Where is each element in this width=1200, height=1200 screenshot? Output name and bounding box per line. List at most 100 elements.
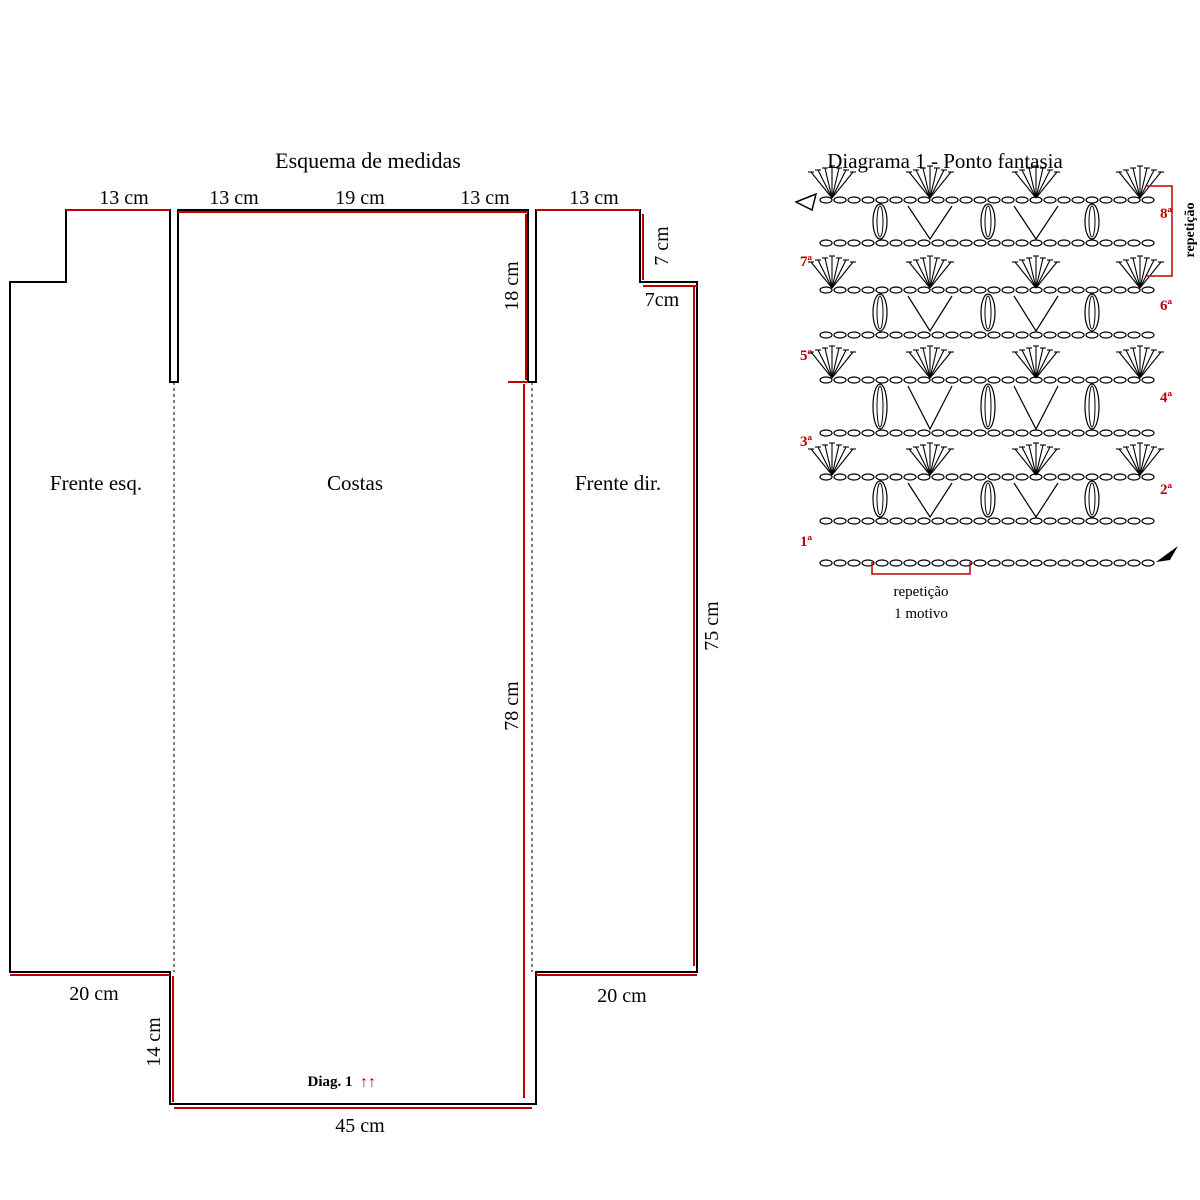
puff-stitch [872,383,888,430]
chain-stitch [959,239,973,247]
chain-stitch [1141,517,1155,525]
chain-stitch [875,286,889,294]
chain-stitch [1085,196,1099,204]
bottom-repeat-bracket [871,562,971,575]
row-number-label: 2ª [1160,482,1173,498]
chain-stitch [1057,376,1071,384]
chain-stitch [1141,331,1155,339]
chain-stitch [903,376,917,384]
chain-stitch [1071,517,1085,525]
chain-stitch [1029,559,1043,567]
chain-stitch [847,286,861,294]
chain-stitch [903,196,917,204]
chain-stitch [889,196,903,204]
chain-stitch [1001,517,1015,525]
chain-stitch [987,286,1001,294]
chain-stitch [945,429,959,437]
treble-stitch [929,448,952,476]
chain-stitch [819,376,833,384]
treble-stitch [929,167,938,199]
chain-stitch [1085,376,1099,384]
chain-stitch [1141,473,1155,481]
chain-stitch [945,559,959,567]
treble-stitch [1021,259,1037,289]
chain-stitch [903,517,917,525]
treble-stitch [831,446,847,476]
chain-stitch [1071,473,1085,481]
chain-stitch [959,331,973,339]
chain-stitch [861,517,875,525]
piece-left-front: Frente esq. [50,471,142,495]
chain-stitch [847,517,861,525]
chain-stitch [1113,429,1127,437]
treble-stitch [922,444,931,476]
stitch-diagram: Diagrama 1 - Ponto fantasia 1ª2ª3ª4ª5ª6ª… [794,149,1198,622]
chain-stitch [931,331,945,339]
treble-stitch [1035,259,1051,289]
puff-stitch [980,383,996,430]
treble-stitch [1028,257,1037,289]
puff-stitch-inner [876,482,884,516]
chain-stitch [1113,196,1127,204]
chain-stitch [847,473,861,481]
chain-stitch [819,196,833,204]
treble-stitch [831,171,854,199]
chain-stitch [917,429,931,437]
chain-stitch [819,517,833,525]
puff-stitch-inner [876,385,884,428]
chain-stitch [1141,559,1155,567]
chain-stitch [903,331,917,339]
side-repeat-label: repetição [1183,203,1198,258]
treble-stitch [1139,167,1148,199]
treble-stitch [831,444,840,476]
chain-stitch [1071,331,1085,339]
chain-stitch [1043,196,1057,204]
chain-stitch [1029,517,1043,525]
treble-stitch [817,259,833,289]
chain-stitch [819,331,833,339]
chain-stitch [1141,376,1155,384]
chain-stitch [1071,239,1085,247]
chain-stitch [945,196,959,204]
treble-stitch [1035,351,1058,379]
label-neck-width: 7cm [645,289,680,311]
chain-stitch [1071,196,1085,204]
treble-stitch [915,446,931,476]
chain-stitch [1085,239,1099,247]
row-number-label: 8ª [1160,206,1173,222]
chain-stitch [875,376,889,384]
chain-stitch [917,239,931,247]
chain-stitch [1043,429,1057,437]
row-number-label: 3ª [800,434,813,450]
chain-stitch [1043,517,1057,525]
treble-stitch [908,448,931,476]
treble-stitch [1014,261,1037,289]
chain-stitch [903,559,917,567]
chain-stitch [833,429,847,437]
puff-stitch-inner [984,295,992,330]
chain-stitch [1043,376,1057,384]
chain-stitch [1141,286,1155,294]
chain-stitch [833,286,847,294]
treble-stitch [1035,261,1058,289]
treble-stitch [831,259,847,289]
treble-stitch [1118,448,1141,476]
chain-stitch [945,331,959,339]
treble-stitch [915,169,931,199]
treble-stitch [831,167,840,199]
chain-stitch [1127,376,1141,384]
puff-stitch [1084,203,1100,240]
bottom-repeat-label-2: 1 motivo [894,606,948,622]
side-repeat-bracket [1146,185,1173,277]
chain-stitch [861,559,875,567]
chain-stitch [1071,286,1085,294]
chain-stitch [973,559,987,567]
puff-stitch-inner [1088,205,1096,238]
chain-stitch [833,196,847,204]
chain-stitch [1001,559,1015,567]
chain-stitch [1029,239,1043,247]
chain-stitch [1099,196,1113,204]
treble-stitch [1035,349,1051,379]
chain-stitch [959,376,973,384]
treble-stitch [831,351,854,379]
